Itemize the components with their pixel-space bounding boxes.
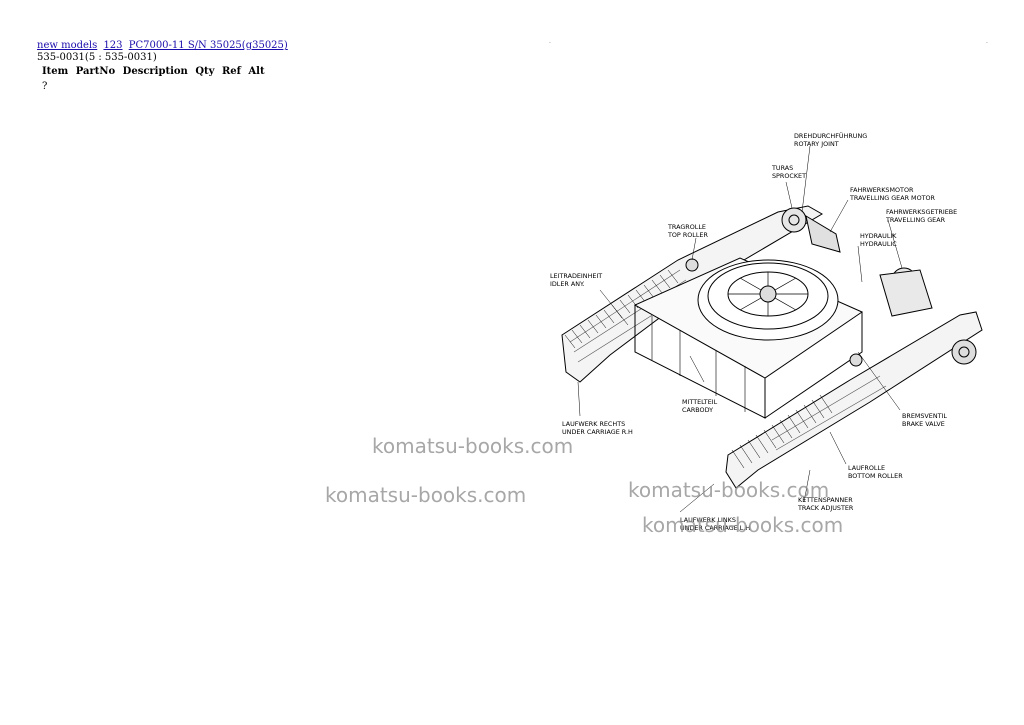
svg-text:ROTARY JOINT: ROTARY JOINT: [794, 140, 839, 148]
svg-text:TRACK ADJUSTER: TRACK ADJUSTER: [797, 504, 854, 512]
svg-text:LAUFWERK LINKS: LAUFWERK LINKS: [680, 516, 736, 524]
svg-text:LAUFWERK RECHTS: LAUFWERK RECHTS: [562, 420, 625, 428]
table-cell-item: ?: [42, 81, 48, 92]
breadcrumb: new models 123 PC7000-11 S/N 35025(g3502…: [37, 40, 291, 52]
diagram-label-en: UNDER CARRIAGE L.H: [680, 524, 750, 532]
svg-text:DREHDURCHFÜHRUNG: DREHDURCHFÜHRUNG: [794, 131, 867, 140]
svg-text:TRAVELLING GEAR: TRAVELLING GEAR: [885, 216, 946, 224]
diagram-label-de: FAHRWERKSMOTOR: [850, 186, 914, 194]
top-roller: [685, 258, 699, 272]
left-track: [725, 311, 983, 489]
svg-text:UNDER CARRIAGE R.H: UNDER CARRIAGE R.H: [562, 428, 633, 436]
diagram-label-de: MITTELTEIL: [682, 398, 718, 406]
svg-text:KETTENSPANNER: KETTENSPANNER: [798, 496, 853, 504]
svg-text:HYDRAULIK: HYDRAULIK: [860, 232, 897, 240]
diagram-label-en: BOTTOM ROLLER: [848, 472, 903, 480]
diagram-label-de: LAUFWERK RECHTS: [562, 420, 625, 428]
diagram-label-de: LEITRADEINHEIT: [550, 272, 602, 280]
svg-text:TRAVELLING GEAR MOTOR: TRAVELLING GEAR MOTOR: [849, 194, 936, 202]
svg-text:CARBODY: CARBODY: [682, 406, 713, 414]
part-code: 535-0031(5 : 535-0031): [37, 52, 157, 63]
diagram-label-en: TRAVELLING GEAR MOTOR: [849, 194, 936, 202]
svg-text:BRAKE VALVE: BRAKE VALVE: [902, 420, 945, 428]
diagram-label-en: CARBODY: [682, 406, 713, 414]
diagram-label-en: HYDRAULIC: [860, 240, 897, 248]
diagram-label-de: KETTENSPANNER: [798, 496, 853, 504]
diagram-label-en: TRAVELLING GEAR: [885, 216, 946, 224]
diagram-label-de: DREHDURCHFÜHRUNG: [794, 131, 867, 140]
undercarriage-diagram: DREHDURCHFÜHRUNG ROTARY JOINT TURAS SPRO…: [550, 131, 983, 532]
right-track: [561, 205, 823, 383]
diagram-label-en: TOP ROLLER: [667, 231, 708, 239]
diagram-label-de: LAUFWERK LINKS: [680, 516, 736, 524]
svg-text:TOP ROLLER: TOP ROLLER: [667, 231, 708, 239]
svg-text:LAUFROLLE: LAUFROLLE: [848, 464, 885, 472]
column-header-alt: Alt: [248, 66, 265, 77]
column-header-qty: Qty: [195, 66, 215, 77]
diagram-label-en: UNDER CARRIAGE R.H: [562, 428, 633, 436]
svg-text:BREMSVENTIL: BREMSVENTIL: [902, 412, 947, 420]
diagram-label-de: LAUFROLLE: [848, 464, 885, 472]
column-header-description: Description: [122, 66, 188, 77]
svg-text:FAHRWERKSMOTOR: FAHRWERKSMOTOR: [850, 186, 914, 194]
svg-text:SPROCKET: SPROCKET: [772, 172, 806, 180]
svg-text:TURAS: TURAS: [771, 164, 793, 172]
svg-text:BOTTOM ROLLER: BOTTOM ROLLER: [848, 472, 903, 480]
diagram-label-en: SPROCKET: [772, 172, 806, 180]
diagram-label-de: HYDRAULIK: [860, 232, 897, 240]
table-header: Item PartNo Description Qty Ref Alt: [42, 66, 269, 78]
svg-text:IDLER ANY.: IDLER ANY.: [550, 280, 585, 288]
svg-text:TRAGROLLE: TRAGROLLE: [667, 223, 706, 231]
svg-text:UNDER CARRIAGE L.H: UNDER CARRIAGE L.H: [680, 524, 750, 532]
page-mark: .: [986, 38, 988, 45]
column-header-partno: PartNo: [75, 66, 116, 77]
svg-text:FAHRWERKSGETRIEBE: FAHRWERKSGETRIEBE: [886, 208, 957, 216]
diagram-label-de: TRAGROLLE: [667, 223, 706, 231]
svg-text:HYDRAULIC: HYDRAULIC: [860, 240, 897, 248]
column-header-ref: Ref: [221, 66, 241, 77]
svg-text:MITTELTEIL: MITTELTEIL: [682, 398, 718, 406]
watermark: komatsu-books.com: [325, 483, 527, 507]
breadcrumb-link-123[interactable]: 123: [103, 40, 123, 51]
breadcrumb-link-new-models[interactable]: new models: [37, 40, 98, 51]
diagram-label-en: IDLER ANY.: [550, 280, 585, 288]
column-header-item: Item: [42, 66, 69, 77]
diagram-label-en: TRACK ADJUSTER: [797, 504, 854, 512]
diagram-label-de: TURAS: [771, 164, 793, 172]
page-mark: .: [549, 38, 551, 45]
diagram-label-en: BRAKE VALVE: [902, 420, 945, 428]
table-row: ?: [42, 81, 47, 93]
breadcrumb-link-model[interactable]: PC7000-11 S/N 35025(g35025): [128, 40, 288, 51]
diagram-label-de: BREMSVENTIL: [902, 412, 947, 420]
sprocket: [781, 207, 807, 233]
diagram-label-en: ROTARY JOINT: [794, 140, 839, 148]
diagram-label-de: FAHRWERKSGETRIEBE: [886, 208, 957, 216]
svg-text:LEITRADEINHEIT: LEITRADEINHEIT: [550, 272, 602, 280]
